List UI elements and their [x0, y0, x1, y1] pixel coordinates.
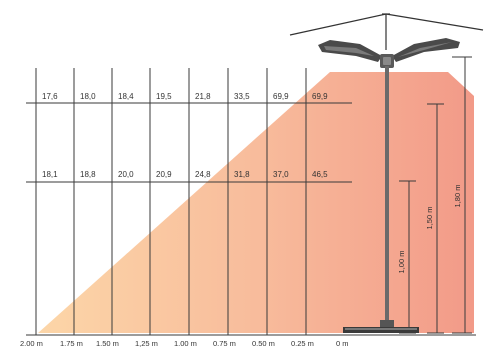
- lower-value: 46,5: [312, 170, 328, 179]
- distance-label: 0.75 m: [213, 339, 236, 348]
- lower-value: 18,8: [80, 170, 96, 179]
- distance-label: 1.75 m: [60, 339, 83, 348]
- upper-value: 18,0: [80, 92, 96, 101]
- upper-value: 69,9: [273, 92, 289, 101]
- distance-label: 1.50 m: [96, 339, 119, 348]
- row-upper-values: 17,6 18,0 18,4 19,5 21,8 33,5 69,9 69,9: [42, 92, 328, 101]
- upper-value: 21,8: [195, 92, 211, 101]
- heater-pole: [343, 66, 419, 333]
- lower-value: 31,8: [234, 170, 250, 179]
- distance-label: 0.50 m: [252, 339, 275, 348]
- distance-label: 1.00 m: [174, 339, 197, 348]
- heater-panels: [318, 38, 460, 68]
- height-dimensions: [399, 56, 472, 334]
- lower-value: 37,0: [273, 170, 289, 179]
- upper-value: 19,5: [156, 92, 172, 101]
- height-label-1-8m: 1,80 m: [453, 185, 462, 208]
- height-label-1-5m: 1,50 m: [425, 207, 434, 230]
- heat-zone: [38, 72, 474, 333]
- distance-labels: 2.00 m 1.75 m 1.50 m 1,25 m 1.00 m 0.75 …: [20, 339, 349, 348]
- lower-value: 18,1: [42, 170, 58, 179]
- distance-label: 0.25 m: [291, 339, 314, 348]
- lower-value: 24,8: [195, 170, 211, 179]
- upper-value: 18,4: [118, 92, 134, 101]
- distance-label: 0 m: [336, 339, 349, 348]
- upper-value: 17,6: [42, 92, 58, 101]
- row-lower-values: 18,1 18,8 20,0 20,9 24,8 31,8 37,0 46,5: [42, 170, 328, 179]
- lower-value: 20,9: [156, 170, 172, 179]
- distance-label: 1,25 m: [135, 339, 158, 348]
- upper-value: 33,5: [234, 92, 250, 101]
- upper-value: 69,9: [312, 92, 328, 101]
- grid-verticals: [35, 68, 307, 335]
- height-label-1m: 1,00 m: [397, 251, 406, 274]
- umbrella-canopy: [289, 13, 484, 50]
- lower-value: 20,0: [118, 170, 134, 179]
- distance-label: 2.00 m: [20, 339, 43, 348]
